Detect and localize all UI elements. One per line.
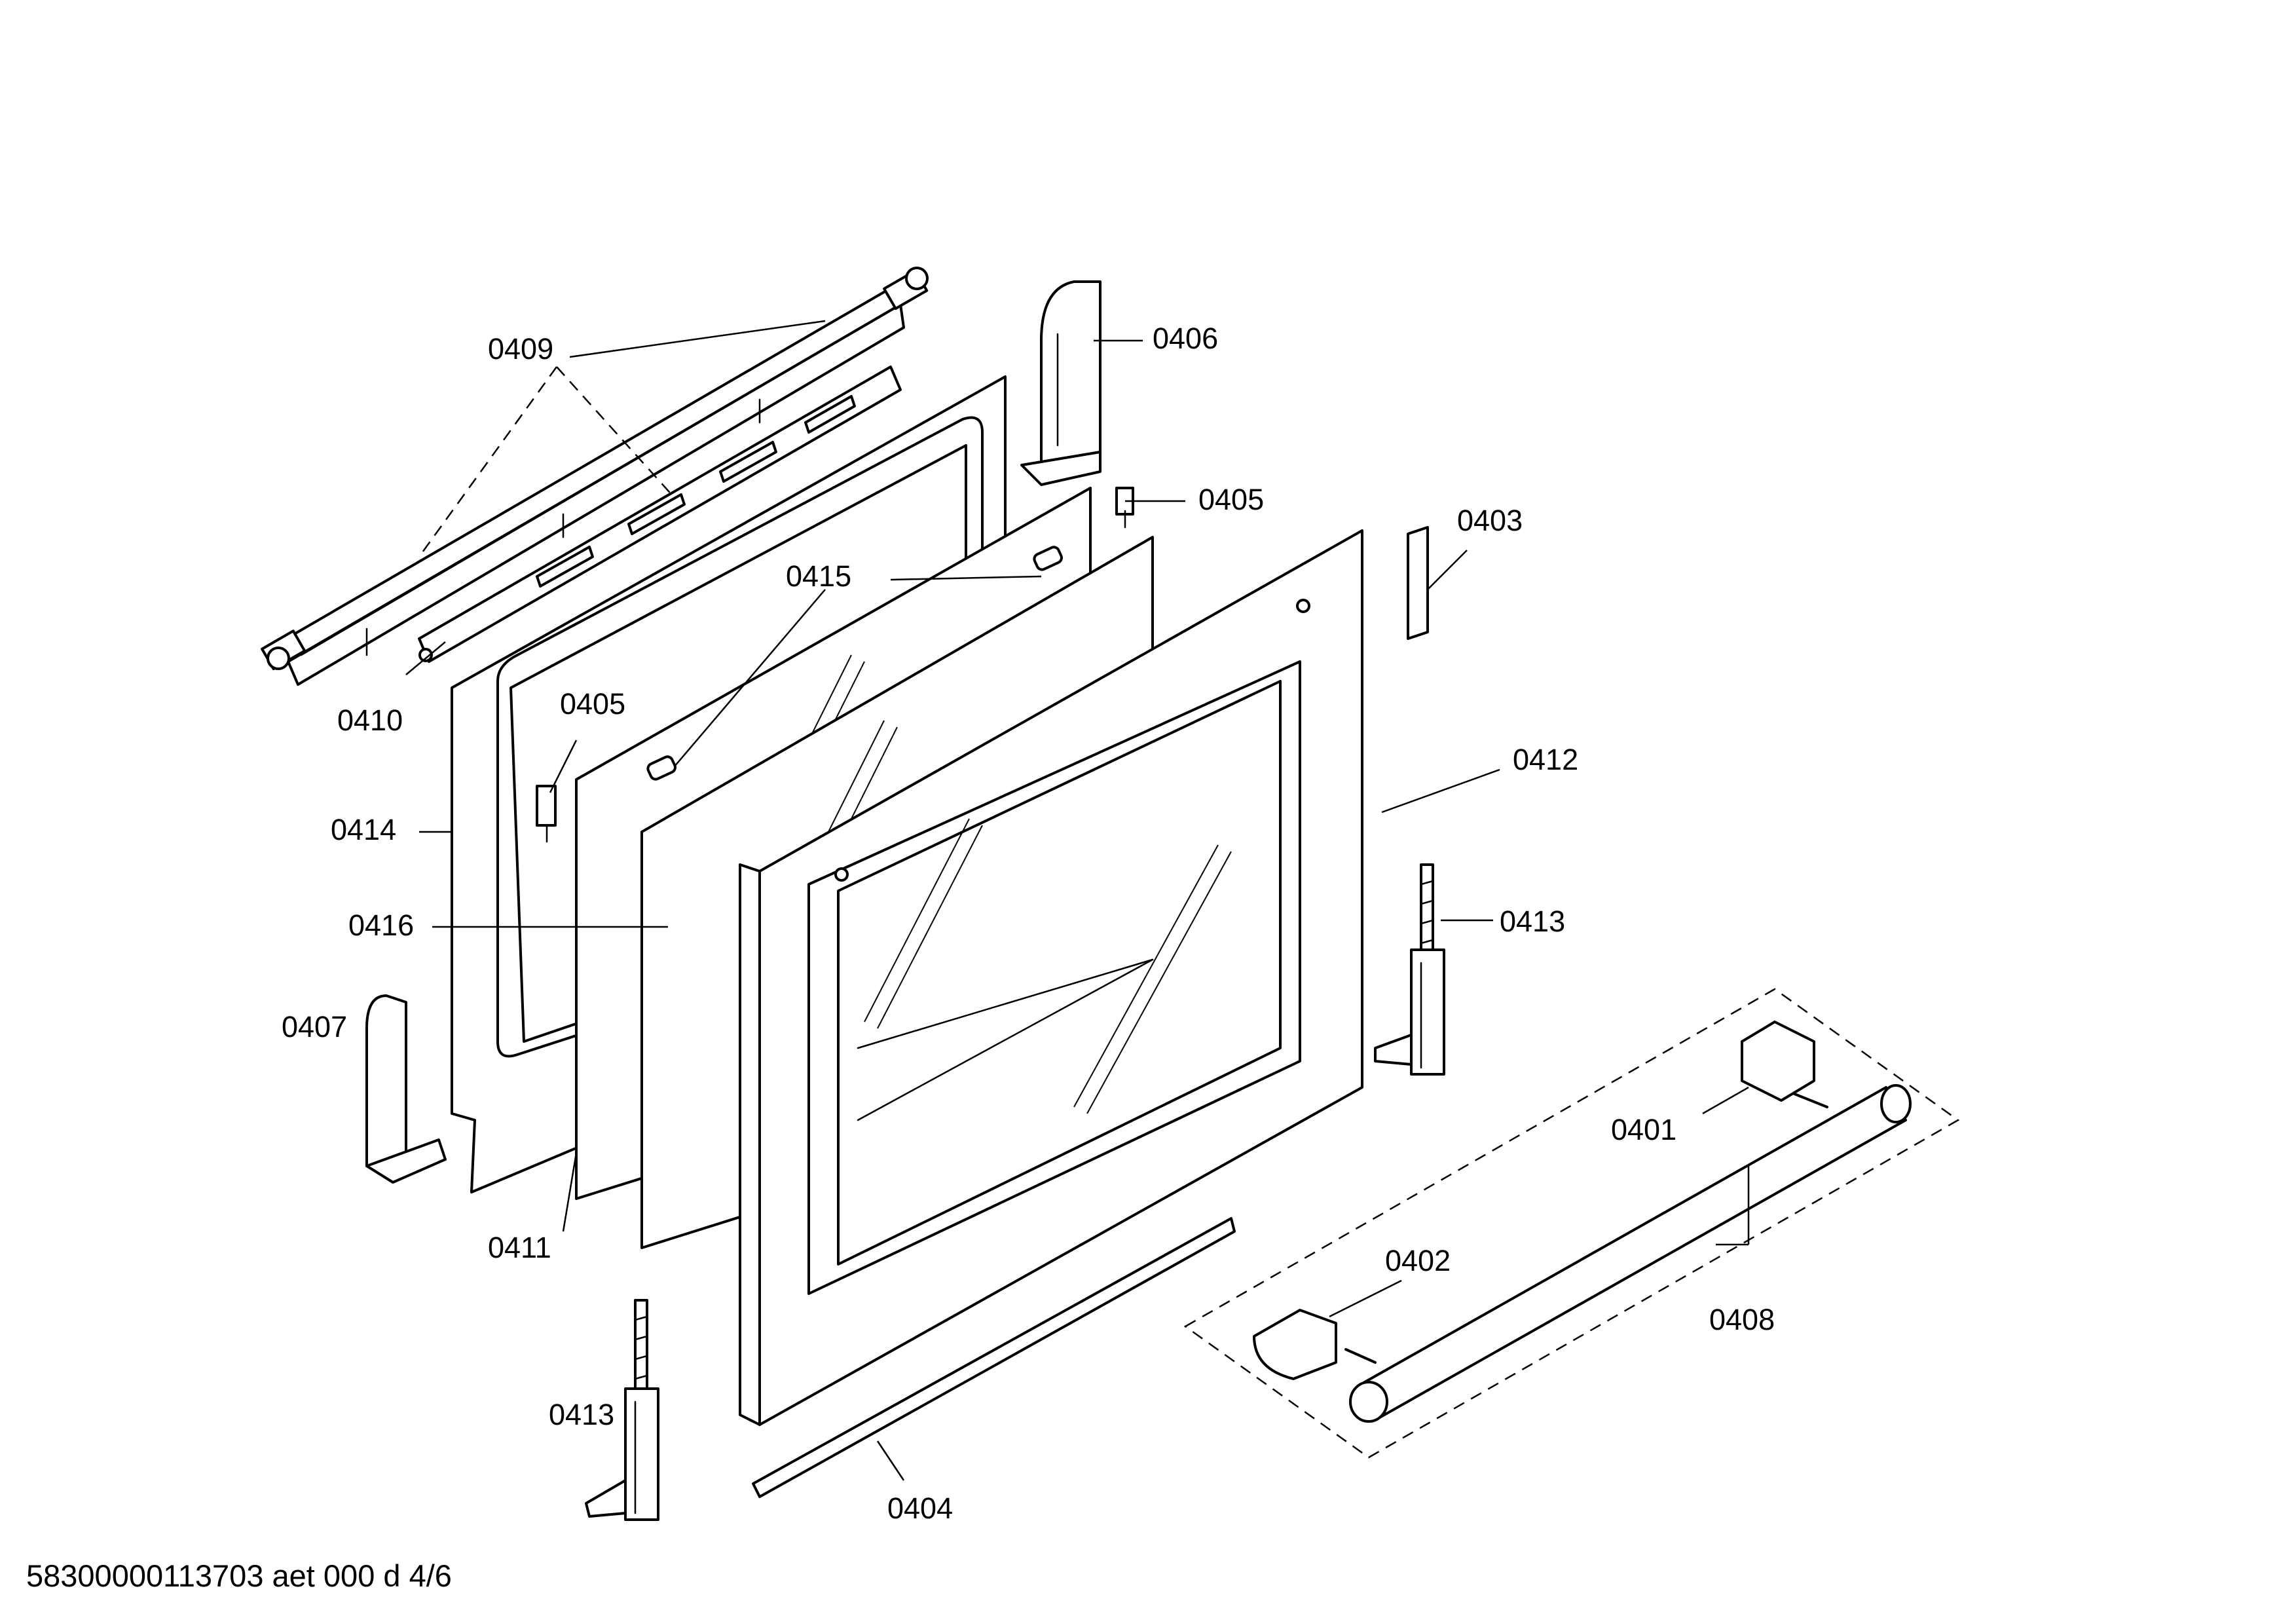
label-0403: 0403 xyxy=(1457,504,1523,537)
label-0405-upper: 0405 xyxy=(1198,483,1264,516)
label-0406: 0406 xyxy=(1153,322,1218,355)
part-0415-spacer-lower xyxy=(646,755,676,781)
label-0407: 0407 xyxy=(282,1010,347,1043)
part-0409-top-rail xyxy=(261,267,929,686)
label-0408: 0408 xyxy=(1709,1303,1775,1336)
part-0413-hinge-right xyxy=(1374,863,1445,1076)
part-0403-seal-strip xyxy=(1407,526,1429,640)
part-0408-handle-assembly xyxy=(1183,988,1960,1459)
label-0413-left: 0413 xyxy=(549,1398,614,1431)
part-0405-clip-lower xyxy=(536,785,557,843)
label-0414: 0414 xyxy=(331,813,396,846)
part-0406-side-cap xyxy=(1020,280,1102,486)
part-0412-outer-door xyxy=(739,529,1363,1426)
part-0410-vent-strip xyxy=(418,366,902,663)
part-0404-bottom-seal xyxy=(752,1217,1236,1498)
part-0407-side-cap xyxy=(365,994,447,1184)
label-0411: 0411 xyxy=(488,1231,551,1264)
part-0405-clip-upper xyxy=(1115,487,1134,529)
label-0413-right: 0413 xyxy=(1500,905,1565,938)
label-0412: 0412 xyxy=(1513,743,1578,776)
part-0413-hinge-left xyxy=(585,1299,659,1521)
label-0410: 0410 xyxy=(337,704,403,737)
document-footer: 58300000113703 aet 000 d 4/6 xyxy=(26,1558,452,1593)
label-0409: 0409 xyxy=(488,332,553,366)
label-0405-lower: 0405 xyxy=(560,687,625,721)
part-0415-spacer-upper xyxy=(1033,546,1063,571)
label-0402: 0402 xyxy=(1385,1244,1451,1277)
leader-lines xyxy=(405,320,1750,1481)
label-0404: 0404 xyxy=(887,1492,953,1525)
label-0416: 0416 xyxy=(348,909,414,942)
label-0401: 0401 xyxy=(1611,1113,1676,1146)
label-0415: 0415 xyxy=(786,559,851,593)
